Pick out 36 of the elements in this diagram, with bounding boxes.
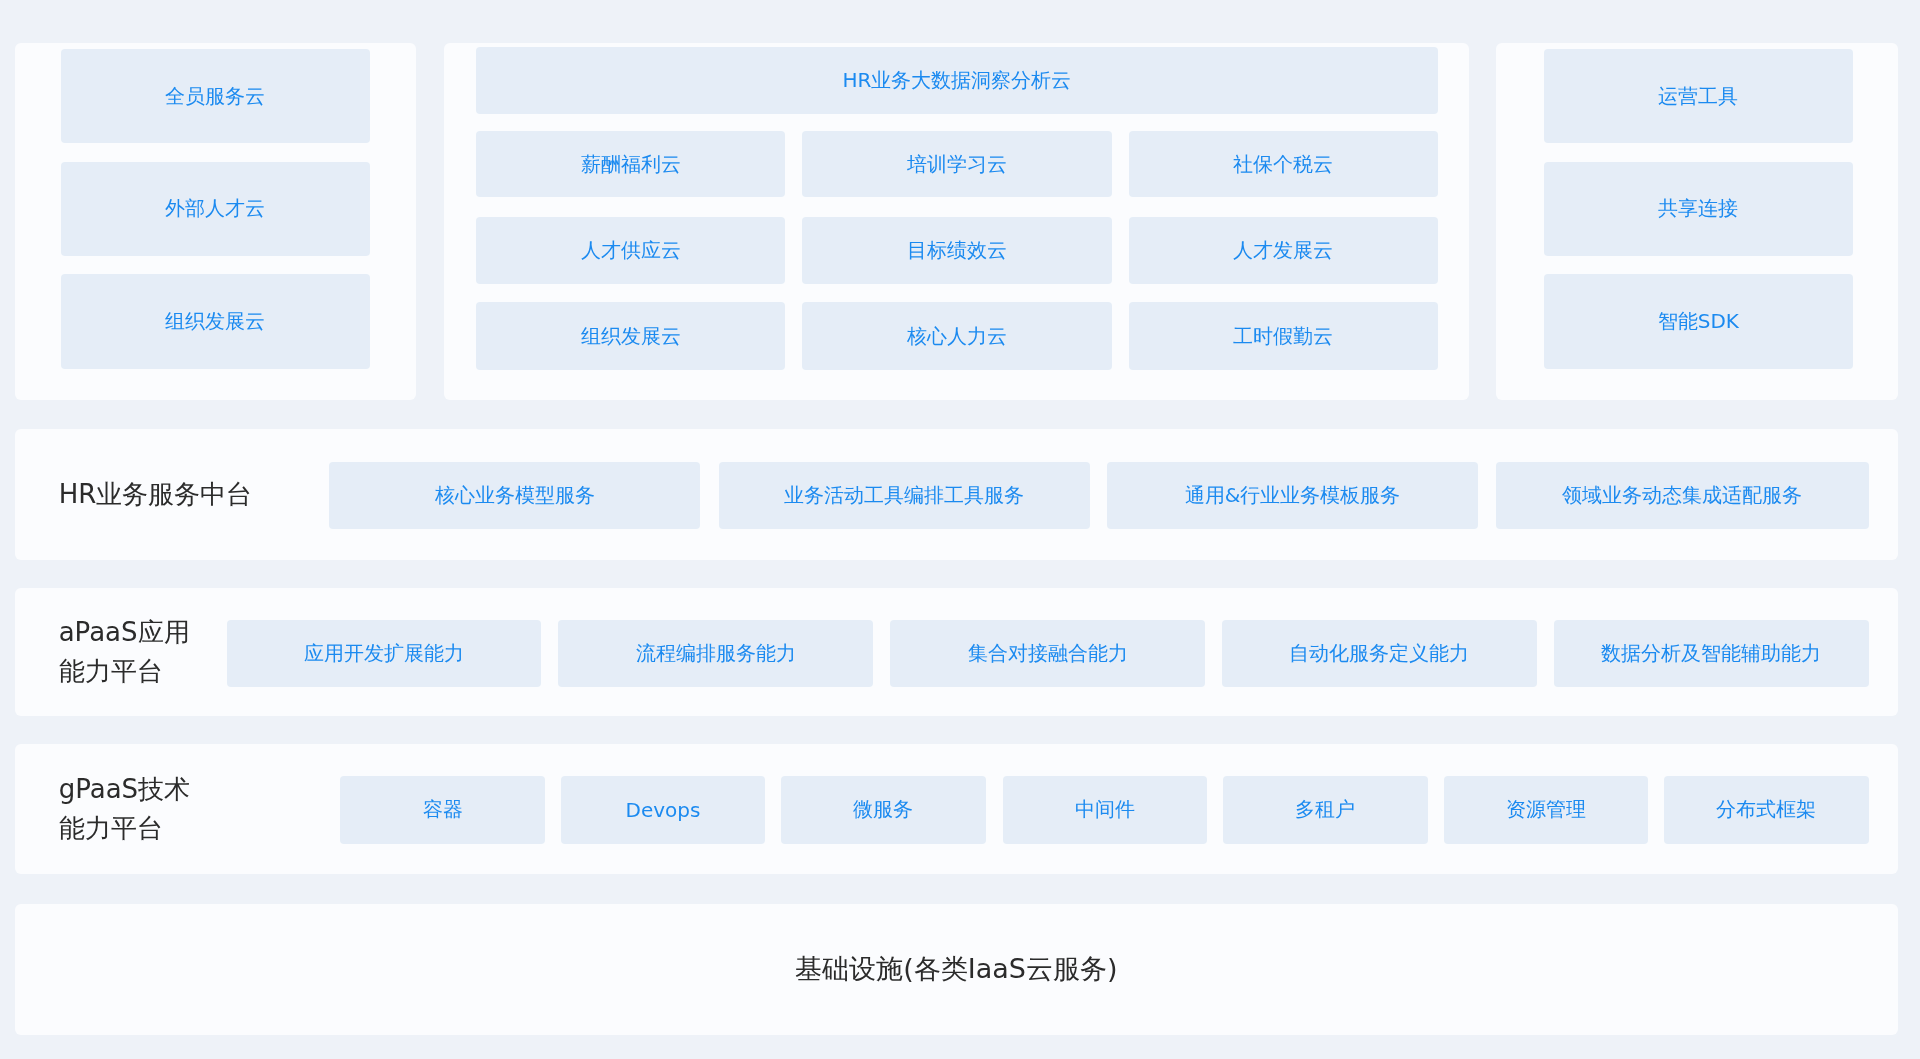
layer-title: 基础设施(各类IaaS云服务) bbox=[795, 952, 1118, 987]
module-label: 运营工具 bbox=[1658, 82, 1739, 110]
module-label: 核心业务模型服务 bbox=[434, 481, 595, 509]
module-label: Devops bbox=[625, 798, 701, 822]
module-label: 多租户 bbox=[1295, 796, 1356, 824]
module-label: 核心人力云 bbox=[906, 322, 1007, 350]
module-label: 社保个税云 bbox=[1233, 150, 1334, 178]
module-label: 领域业务动态集成适配服务 bbox=[1562, 481, 1803, 509]
module-label: 外部人才云 bbox=[165, 195, 266, 223]
module-label: 分布式框架 bbox=[1716, 796, 1817, 824]
layer-title: HR业务服务中台 bbox=[58, 477, 254, 511]
module-label: 流程编排服务能力 bbox=[635, 639, 796, 667]
module-label: 数据分析及智能辅助能力 bbox=[1601, 639, 1822, 667]
module-label: 智能SDK bbox=[1657, 307, 1739, 335]
module-label: 人才发展云 bbox=[1233, 236, 1334, 264]
module-label: 微服务 bbox=[853, 796, 914, 824]
module-label: 资源管理 bbox=[1505, 796, 1586, 824]
module-label: 中间件 bbox=[1075, 796, 1136, 824]
module-label: 容器 bbox=[422, 796, 463, 824]
module-label: 全员服务云 bbox=[165, 82, 266, 110]
module-label: 应用开发扩展能力 bbox=[303, 639, 464, 667]
layer-title: gPaaS技术能力平台 bbox=[58, 773, 192, 846]
module-label: 自动化服务定义能力 bbox=[1289, 639, 1470, 667]
module-label: 业务活动工具编排工具服务 bbox=[784, 481, 1025, 509]
module-label: 组织发展云 bbox=[580, 322, 681, 350]
module-label: 共享连接 bbox=[1658, 195, 1739, 223]
module-label: 人才供应云 bbox=[580, 236, 681, 264]
module-label: 集合对接融合能力 bbox=[967, 639, 1128, 667]
module-label: 组织发展云 bbox=[165, 307, 266, 335]
module-label: 工时假勤云 bbox=[1233, 322, 1334, 350]
layer-title: aPaaS应用能力平台 bbox=[58, 616, 191, 689]
module-label: 通用&行业业务模板服务 bbox=[1184, 481, 1401, 509]
module-label: 目标绩效云 bbox=[906, 236, 1007, 264]
module-label: HR业务大数据洞察分析云 bbox=[842, 66, 1072, 94]
module-label: 薪酬福利云 bbox=[580, 150, 681, 178]
module-label: 培训学习云 bbox=[906, 150, 1007, 178]
